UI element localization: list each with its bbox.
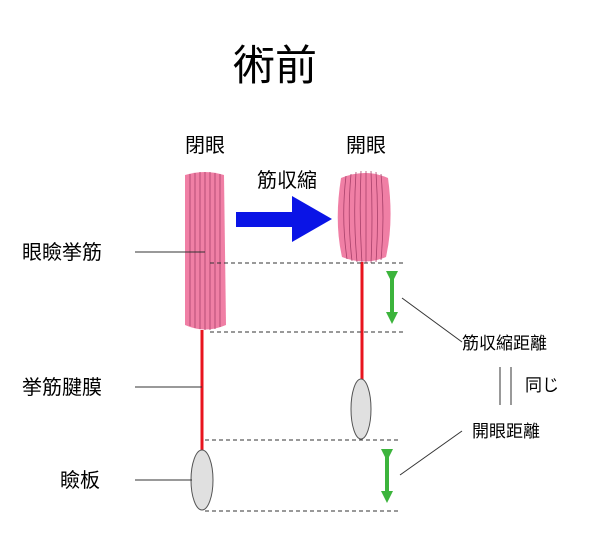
same-label: 同じ [525, 376, 559, 396]
contraction-arrow [236, 196, 332, 242]
right-leader-lines [399, 297, 512, 476]
left-tarsus [190, 449, 214, 511]
tendon-label: 挙筋腱膜 [22, 375, 102, 399]
diagram-title: 術前 [233, 41, 317, 90]
opening-distance-label: 開眼距離 [472, 422, 540, 442]
right-tarsus [350, 378, 372, 440]
reference-lines [205, 262, 405, 512]
muscle-label: 眼瞼挙筋 [22, 240, 102, 264]
opening-distance-leader [399, 430, 463, 476]
left-state-label: 閉眼 [185, 133, 225, 157]
right-state-label: 開眼 [346, 133, 386, 157]
right-levator-muscle [337, 170, 391, 264]
contraction-distance-leader [401, 297, 463, 343]
contraction-distance-label: 筋収縮距離 [462, 334, 547, 354]
contraction-arrow-label: 筋収縮 [257, 168, 317, 192]
left-leader-lines [135, 251, 205, 481]
tarsus-label: 瞼板 [60, 468, 100, 492]
left-levator-muscle [185, 172, 226, 330]
